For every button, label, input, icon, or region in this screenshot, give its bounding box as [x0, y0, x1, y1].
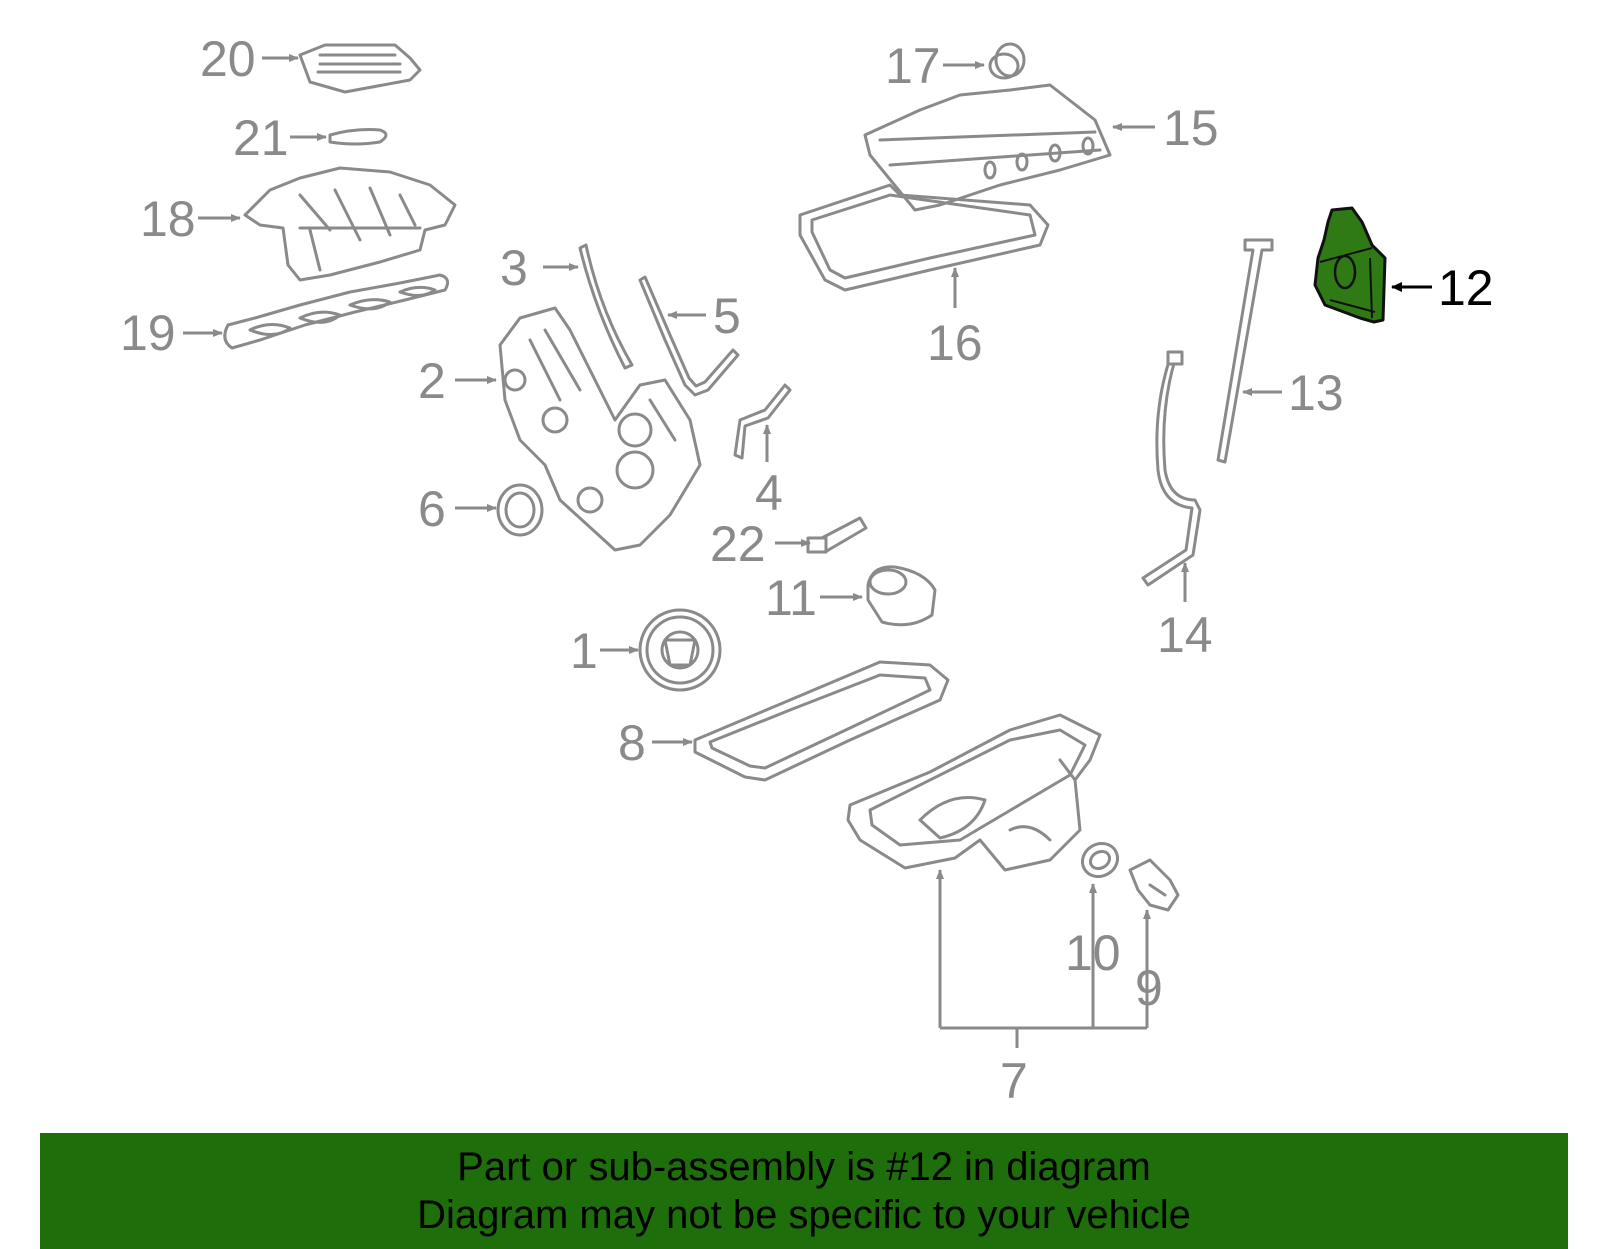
- part-22-sensor: 22: [710, 516, 868, 572]
- info-banner: Part or sub-assembly is #12 in diagram D…: [40, 1133, 1568, 1249]
- part-20-engine-cover: 20: [200, 31, 422, 94]
- label-19: 19: [120, 305, 176, 361]
- label-7: 7: [1000, 1053, 1028, 1109]
- part-15-valve-cover: 15: [863, 83, 1219, 212]
- label-20: 20: [200, 31, 256, 87]
- part-3-timing-guide: 3: [500, 240, 634, 370]
- label-16: 16: [927, 315, 983, 371]
- part-17-oil-cap: 17: [885, 38, 1026, 94]
- part-10-washer: 10: [1065, 841, 1121, 1028]
- label-14: 14: [1157, 607, 1213, 663]
- label-21: 21: [233, 110, 289, 166]
- part-6-seal: 6: [418, 481, 544, 537]
- part-16-valve-cover-gasket: 16: [798, 183, 1050, 371]
- part-11-oil-filter: 11: [765, 565, 937, 627]
- label-22: 22: [710, 516, 766, 572]
- label-9: 9: [1135, 960, 1163, 1016]
- part-13-dipstick: 13: [1216, 238, 1344, 464]
- part-4-bracket: 4: [733, 383, 792, 521]
- label-8: 8: [618, 715, 646, 771]
- part-19-intake-gasket: 19: [120, 273, 450, 361]
- label-5: 5: [713, 288, 741, 344]
- label-10: 10: [1065, 925, 1121, 981]
- part-8-oil-pan-gasket: 8: [618, 660, 950, 782]
- part-9-drain-plug: 9: [1128, 858, 1180, 1028]
- label-18: 18: [140, 191, 196, 247]
- part-18-intake-manifold: 18: [140, 166, 457, 282]
- label-12: 12: [1438, 260, 1494, 316]
- label-2: 2: [418, 353, 446, 409]
- part-12-highlighted-cover: 12: [1313, 206, 1494, 324]
- label-4: 4: [755, 465, 783, 521]
- label-17: 17: [885, 38, 941, 94]
- part-7-oil-pan: 7: [846, 713, 1147, 1109]
- label-3: 3: [500, 240, 528, 296]
- part-2-timing-cover: 2: [418, 306, 702, 552]
- label-13: 13: [1288, 365, 1344, 421]
- part-5-gasket: 5: [638, 275, 741, 397]
- part-14-dipstick-tube: 14: [1141, 350, 1213, 663]
- label-6: 6: [418, 481, 446, 537]
- label-1: 1: [570, 623, 598, 679]
- banner-line-2: Diagram may not be specific to your vehi…: [417, 1193, 1191, 1237]
- part-1-crank-pulley: 1: [570, 608, 722, 692]
- label-11: 11: [765, 570, 817, 626]
- label-15: 15: [1163, 100, 1219, 156]
- part-21-gasket: 21: [233, 110, 388, 166]
- banner-line-1: Part or sub-assembly is #12 in diagram: [457, 1145, 1151, 1189]
